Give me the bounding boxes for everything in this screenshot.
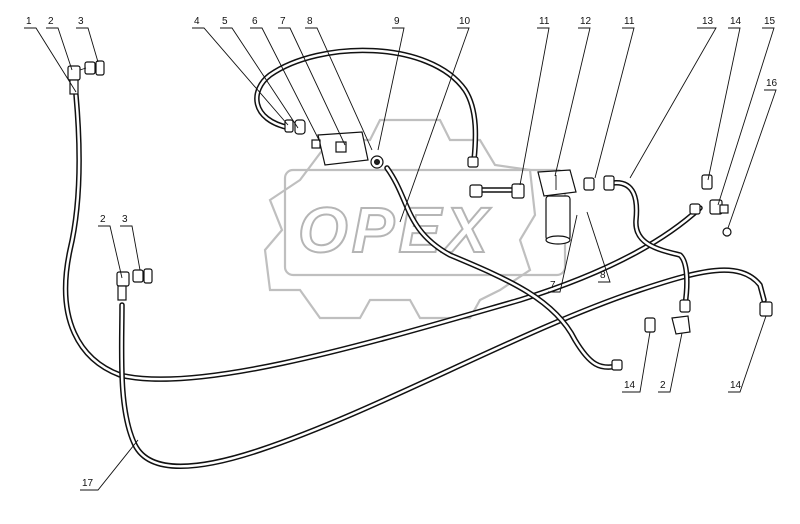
callout-10: 10 [459, 16, 471, 27]
callout-4: 4 [194, 16, 200, 27]
elbow-fitting-2b [116, 271, 130, 287]
adapter-14c [759, 301, 773, 317]
callout-11: 11 [539, 16, 550, 27]
callout-8: 8 [307, 16, 313, 27]
seal-5 [294, 119, 306, 135]
leader-lines [24, 27, 777, 491]
elbow-fitting-2 [67, 65, 81, 81]
callout-2: 2 [48, 16, 54, 27]
callout-13: 13 [702, 16, 714, 27]
elbow-2c [671, 315, 691, 335]
callout-3b: 3 [122, 214, 128, 225]
hoses [62, 47, 767, 469]
callout-6: 6 [252, 16, 258, 27]
callout-15: 15 [764, 16, 776, 27]
parts [67, 60, 773, 371]
watermark-text: OPEX [298, 194, 492, 266]
watermark: OPEX [263, 118, 567, 320]
watermark-gear [263, 118, 537, 320]
adapter-11b [583, 177, 595, 191]
hose-upper-loop [254, 47, 479, 163]
adapter-14a [701, 174, 713, 190]
callout-8b: 8 [600, 270, 606, 281]
callout-12: 12 [580, 16, 592, 27]
callout-1: 1 [26, 16, 32, 27]
adapter-11 [511, 183, 525, 199]
callout-3: 3 [78, 16, 84, 27]
filter-head-12 [537, 169, 577, 197]
callout-17: 17 [82, 478, 94, 489]
callout-7b: 7 [550, 280, 556, 291]
tee-fitting [469, 184, 483, 198]
callouts: 1 2 3 4 5 6 7 8 9 10 11 12 11 13 14 15 1… [26, 16, 778, 489]
hose-end-right [689, 203, 701, 215]
filter-canister [545, 195, 571, 241]
hose-17 [118, 267, 767, 469]
callout-2b: 2 [100, 214, 106, 225]
plug-16 [722, 227, 732, 237]
callout-11b: 11 [624, 16, 635, 27]
callout-14c: 14 [730, 380, 742, 391]
callout-14b: 14 [624, 380, 636, 391]
callout-16: 16 [766, 78, 778, 89]
callout-14a: 14 [730, 16, 742, 27]
callout-5: 5 [222, 16, 228, 27]
callout-2c: 2 [660, 380, 666, 391]
adapter-14b [644, 317, 656, 333]
adapter-3b [132, 269, 144, 283]
callout-7: 7 [280, 16, 286, 27]
seal-4 [284, 119, 294, 133]
callout-9: 9 [394, 16, 400, 27]
adapter-3 [84, 61, 96, 75]
